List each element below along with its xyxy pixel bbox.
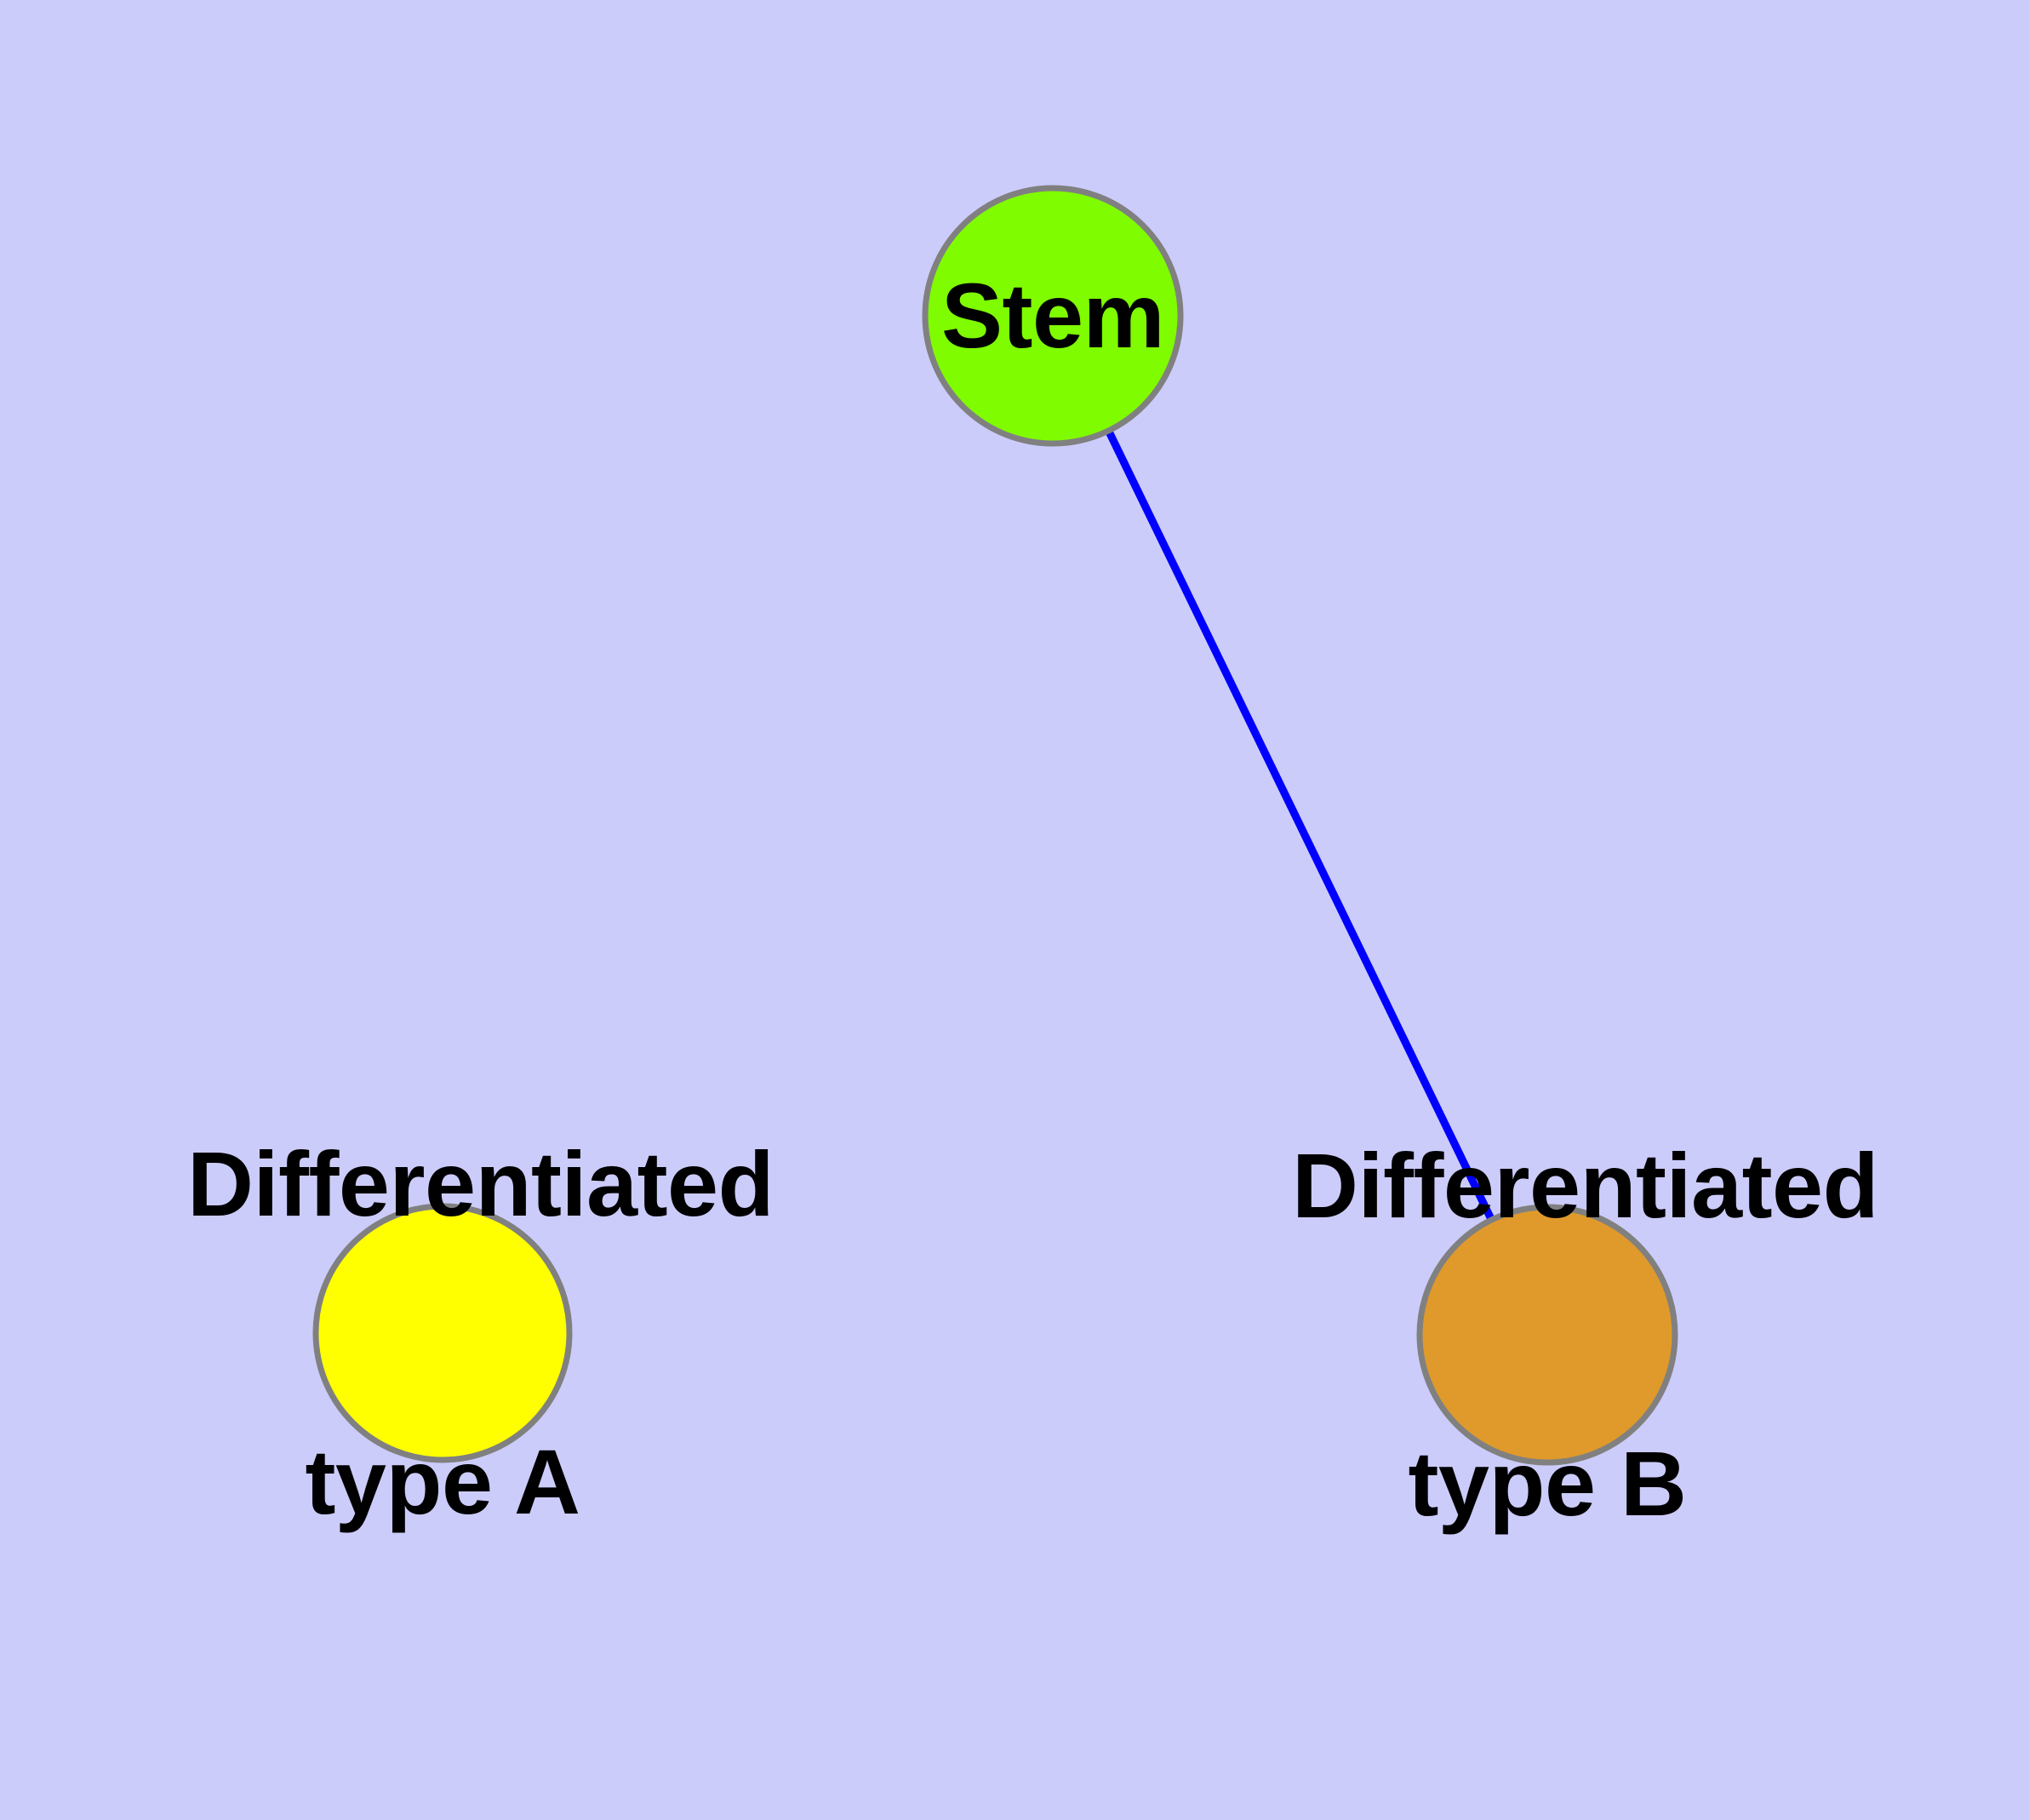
node-stem[interactable]	[922, 185, 1184, 447]
node-label-differentiated-type-b-line2: type B	[1408, 1431, 1687, 1535]
node-label-differentiated-type-b-line1: Differentiated	[1292, 1133, 1879, 1237]
node-label-stem: Stem	[940, 263, 1165, 367]
node-label-differentiated-type-b: Differentiated type B	[1292, 938, 1879, 1732]
node-label-differentiated-type-a-line2: type A	[305, 1429, 580, 1533]
node-label-differentiated-type-a-line1: Differentiated	[187, 1131, 774, 1235]
node-differentiated-type-a[interactable]	[312, 1203, 573, 1463]
node-group	[312, 185, 1678, 1466]
edge-stem-to-differentiated-type-b[interactable]	[1049, 314, 1552, 1336]
node-label-differentiated-type-a: Differentiated type A	[187, 936, 774, 1731]
node-differentiated-type-b[interactable]	[1416, 1204, 1678, 1466]
edge-group	[1049, 314, 1552, 1336]
